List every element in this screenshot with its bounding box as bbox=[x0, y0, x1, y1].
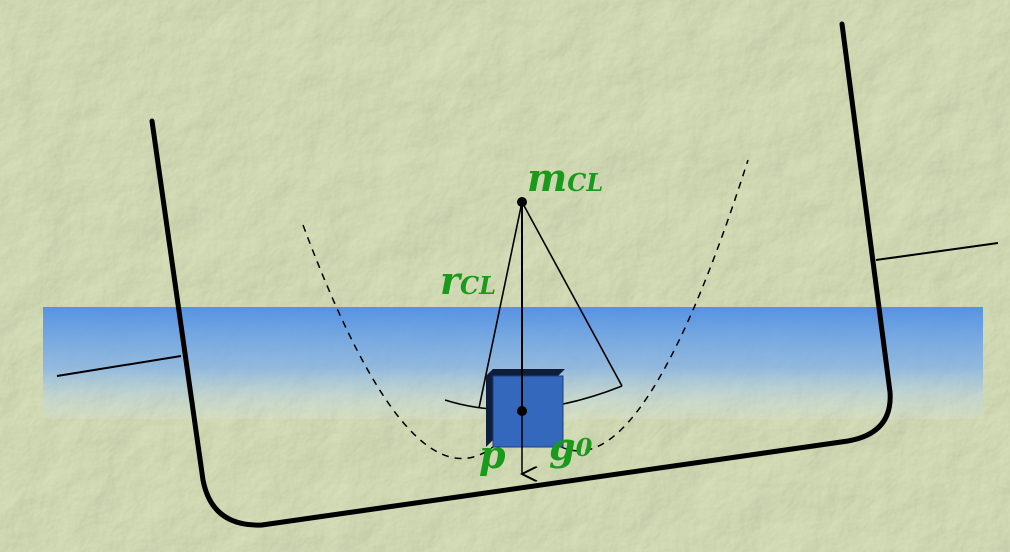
cargo-block bbox=[486, 369, 565, 448]
point-p-label: p bbox=[479, 432, 506, 477]
metacenter-label: mCL bbox=[527, 155, 603, 200]
gravity-point bbox=[517, 406, 527, 416]
radius-label-sub: CL bbox=[460, 271, 496, 300]
radius-line-right bbox=[521, 201, 623, 387]
gravity-label-sub: 0 bbox=[576, 433, 593, 462]
metacenter-point bbox=[517, 197, 527, 207]
radius-label-main: r bbox=[440, 258, 463, 303]
cargo-block-side bbox=[486, 369, 493, 447]
gravity-label-main: g bbox=[549, 424, 576, 469]
ship-hull bbox=[149, 21, 893, 528]
cargo-block-top bbox=[486, 369, 565, 376]
radius-label: rCL bbox=[440, 258, 496, 303]
metacenter-label-sub: CL bbox=[567, 168, 603, 197]
cargo-block-front bbox=[492, 375, 564, 448]
radius-line-left bbox=[478, 201, 523, 409]
metacenter-label-main: m bbox=[527, 155, 567, 200]
right-waterline-mark bbox=[875, 242, 999, 261]
gravity-label: g0 bbox=[549, 424, 593, 469]
left-waterline-mark bbox=[56, 355, 182, 377]
